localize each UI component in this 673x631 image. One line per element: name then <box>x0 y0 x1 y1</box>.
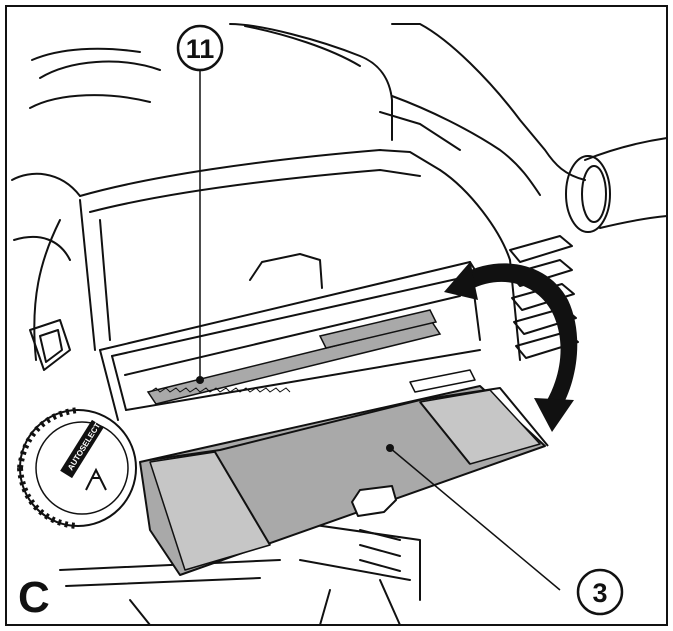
left-inset-inner <box>39 329 63 363</box>
base-left-2 <box>65 577 261 587</box>
filter-frame-inner <box>124 295 461 376</box>
dial-knurl <box>17 407 79 529</box>
body-top-edge-2 <box>89 169 421 213</box>
callout-3-dot <box>386 444 394 452</box>
vent-5 <box>515 331 579 359</box>
dial-inner <box>35 421 129 515</box>
vent-1 <box>509 235 573 263</box>
filter-mesh-teeth <box>149 387 291 393</box>
filter-frame-bottom <box>125 349 481 411</box>
vent-4 <box>513 307 577 335</box>
body-left-edge <box>11 172 81 197</box>
filter-cover <box>139 369 549 576</box>
filter-cover-rim <box>149 387 549 461</box>
filter-mesh <box>146 309 442 405</box>
filter-frame-left <box>99 349 119 421</box>
autoselect-logo-bg <box>60 419 104 479</box>
handle-inner <box>391 95 541 196</box>
base-left <box>59 559 281 571</box>
shaft-collar-inner <box>581 165 607 223</box>
callout-3-circle <box>576 568 624 616</box>
handle-top <box>391 23 586 181</box>
shaft-collar <box>565 155 611 233</box>
callout-11-circle <box>176 24 224 72</box>
base-leg-2 <box>319 589 331 626</box>
filter-frame-top-2 <box>111 275 471 357</box>
autoselect-dial: AUTOSELECT <box>17 407 137 529</box>
body-lower-left <box>33 219 61 361</box>
top-tab <box>249 253 323 289</box>
body-front-2 <box>79 199 96 351</box>
base-ribs <box>359 529 401 572</box>
callout-3: 3 <box>386 444 624 616</box>
base-leg-3 <box>379 579 401 626</box>
body-front <box>99 219 111 341</box>
body-top-edge <box>79 149 441 197</box>
callout-3-number: 3 <box>592 578 607 608</box>
base-mid-2 <box>299 559 411 581</box>
arrow-head-top <box>444 262 478 300</box>
callout-11-number: 11 <box>186 34 215 64</box>
panel-label: C <box>18 573 50 622</box>
callout-3-leader <box>389 447 561 591</box>
left-curve <box>13 235 71 261</box>
left-inset <box>29 319 71 371</box>
arrow-head-bottom <box>534 398 574 432</box>
shaft-bottom <box>599 215 668 229</box>
arrow-band <box>462 263 578 410</box>
body-contour-2 <box>29 94 151 109</box>
callout-11: 11 <box>176 24 224 384</box>
base-mid <box>279 519 421 601</box>
filter-cover-crease-1 <box>214 451 271 546</box>
filter-cover-latch <box>351 485 397 517</box>
handle-groove <box>379 111 461 151</box>
filter-cover-hinge <box>409 369 476 393</box>
callout-11-dot <box>196 376 204 384</box>
appliance-body <box>11 23 668 626</box>
dial-symbol <box>85 467 107 491</box>
filter-mesh-top <box>318 309 438 349</box>
filter-frame-left-2 <box>111 355 127 411</box>
body-right <box>439 169 521 361</box>
body-contour-1 <box>39 60 161 79</box>
upper-housing <box>229 23 393 141</box>
upper-housing-inner <box>244 25 361 67</box>
base-leg <box>129 599 151 626</box>
body-contour-3 <box>31 47 141 61</box>
double-curved-arrow <box>444 262 578 432</box>
filter-cover-crease-2 <box>419 401 471 465</box>
